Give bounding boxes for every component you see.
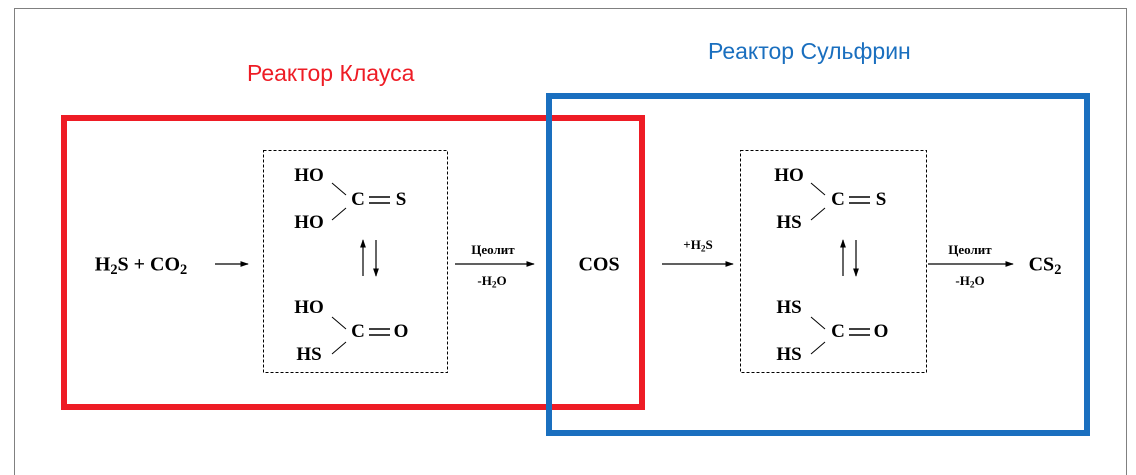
intermediate-box-1 [263,150,448,373]
bond-b2-top-lower [810,207,826,221]
bond-b1-bottom-lower [331,341,347,355]
bond-b2-bottom-lower [810,341,826,355]
b1-bottom-carbon: C [351,321,365,342]
sulfreen-reactor-box [546,93,1090,436]
cos-label: COS [578,253,620,276]
bond-b2-bottom-upper [810,316,826,330]
b2-bottom-end-atom: O [873,321,889,342]
step3-water-label: -H2O [955,273,985,291]
claus-reactor-title: Реактор Клауса [247,60,415,86]
bond-b2-top-upper [810,182,826,196]
claus-reactor-box [61,115,645,410]
step1-water-label: -H2O [477,273,507,291]
reagents-label: H2S + CO2 [94,253,188,279]
b2-top-carbon: C [831,189,845,210]
step3-catalyst-label: Цеолит [948,242,992,257]
b1-bottom-end-atom: O [393,321,409,342]
b1-top-carbon: C [351,189,365,210]
b1-top-group-2: HO [294,212,324,233]
b2-top-group-2: HS [776,212,802,233]
step1-catalyst-label: Цеолит [471,242,515,257]
b1-bottom-group-2: HS [296,344,322,365]
b2-bottom-carbon: C [831,321,845,342]
bond-b1-bottom-upper [331,316,347,330]
b2-bottom-group-1: HS [776,297,802,318]
b2-top-group-1: HO [774,165,804,186]
b1-top-group-1: HO [294,165,324,186]
intermediate-box-2 [740,150,927,373]
cs2-label: CS2 [1028,253,1062,279]
bond-b1-top-lower [331,207,347,221]
b2-top-end-atom: S [875,189,887,210]
sulfreen-reactor-title: Реактор Сульфрин [708,38,911,64]
b1-top-end-atom: S [395,189,407,210]
b1-bottom-group-1: HO [294,297,324,318]
step2-h2s-label: +H2S [683,237,713,255]
bond-b1-top-upper [331,182,347,196]
b2-bottom-group-2: HS [776,344,802,365]
